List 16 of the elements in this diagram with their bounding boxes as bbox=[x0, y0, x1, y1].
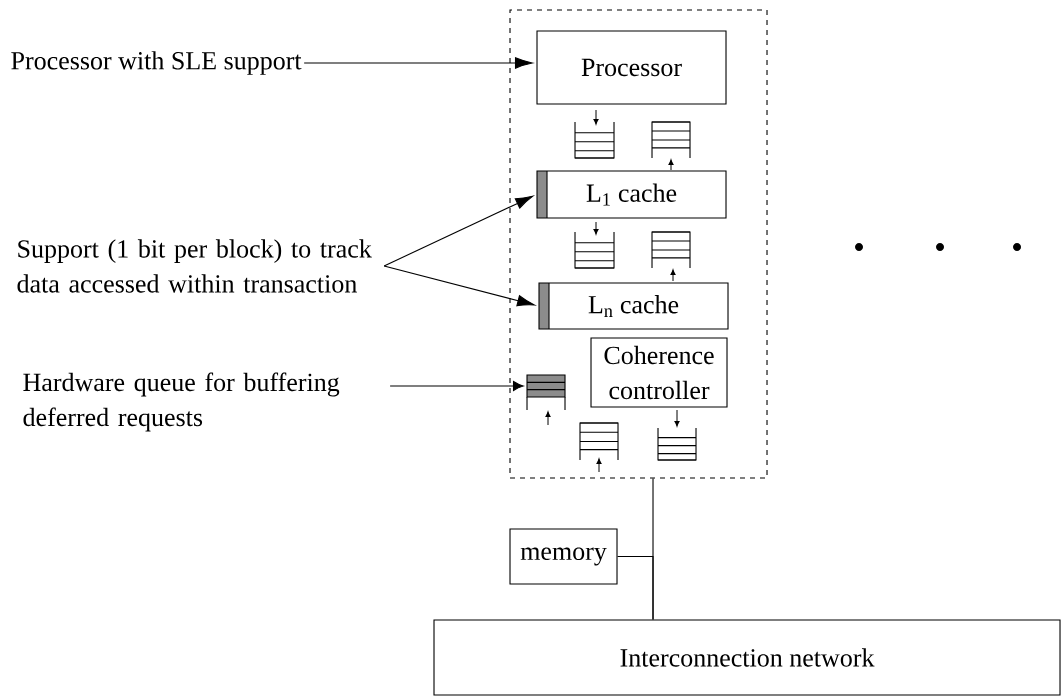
cache-box: L$_{1}$ cache bbox=[536, 170, 727, 219]
dashed-boundary-box bbox=[509, 9, 768, 479]
cache-box: L$_{n}$ cache bbox=[538, 282, 729, 330]
annotation-text: Hardware queue for buffering deferred requests bbox=[23, 372, 340, 432]
connector-line bbox=[617, 555, 654, 620]
arrow bbox=[303, 57, 533, 69]
controller-box: Coherence controller bbox=[590, 337, 728, 408]
annotation-text: Support (1 bit per block) to track data accessed within transaction bbox=[17, 239, 372, 293]
arrow bbox=[383, 195, 534, 267]
arrow bbox=[389, 381, 524, 391]
annotation-text: Processor with SLE support bbox=[11, 51, 302, 75]
hardware-queue bbox=[526, 374, 566, 411]
arrow bbox=[383, 265, 535, 307]
processor-box: Processor bbox=[536, 30, 727, 105]
memory-box: memory bbox=[509, 528, 618, 585]
network-box: Interconnection network bbox=[433, 619, 1061, 696]
